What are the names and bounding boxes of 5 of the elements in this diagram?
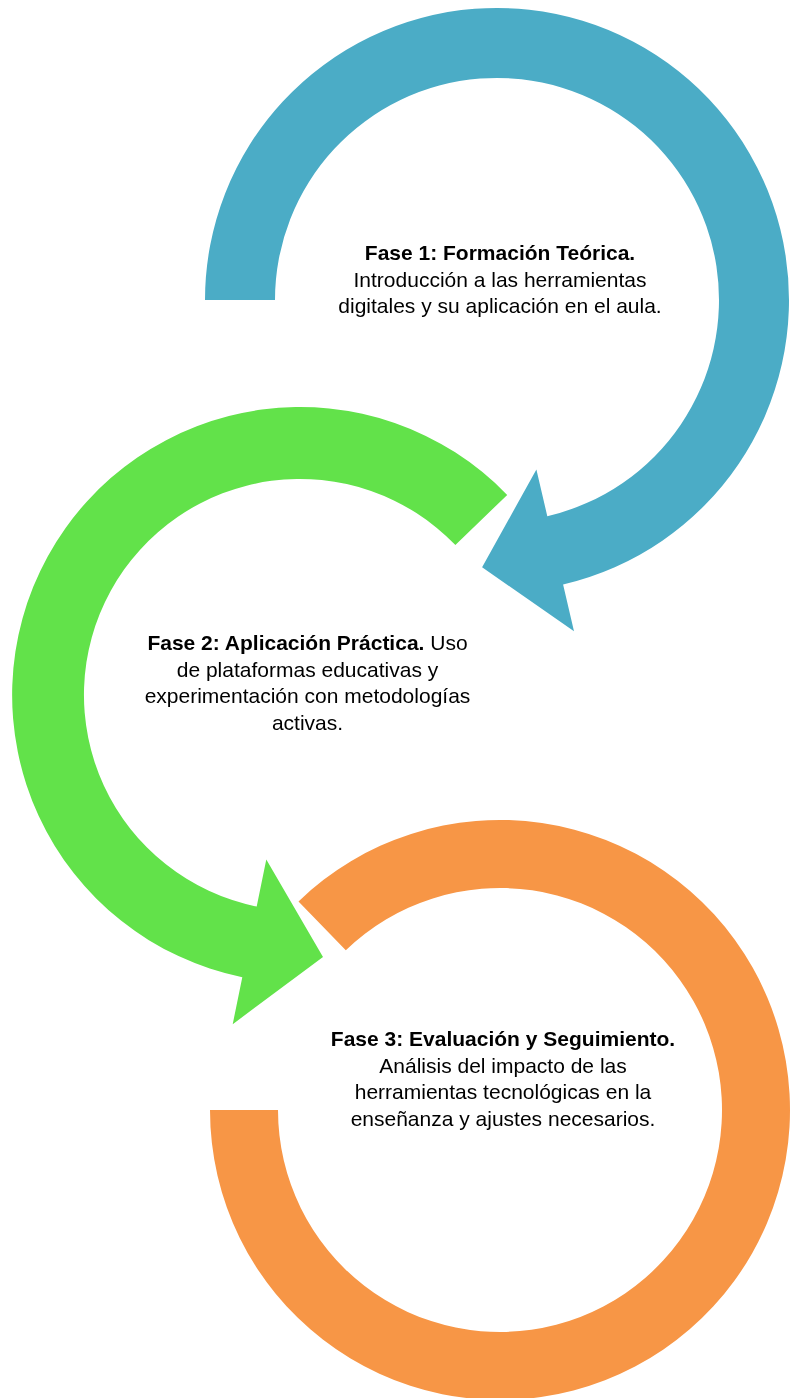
phase-description: Fase 3: Evaluación y Seguimiento. Análisis del impacto de las herramientas tecnológicas en la enseñanza y ajustes necesarios. (329, 1026, 677, 1132)
phase-description: Fase 1: Formación Teórica. Introducción a las herramientas digitales y su aplicación en el aula. (337, 240, 663, 320)
circular-arrow (12, 407, 508, 1025)
circular-arrow (205, 8, 789, 632)
phase-description: Fase 2: Aplicación Práctica. Uso de plataformas educativas y experimentación con metodologías activas. (143, 630, 472, 736)
